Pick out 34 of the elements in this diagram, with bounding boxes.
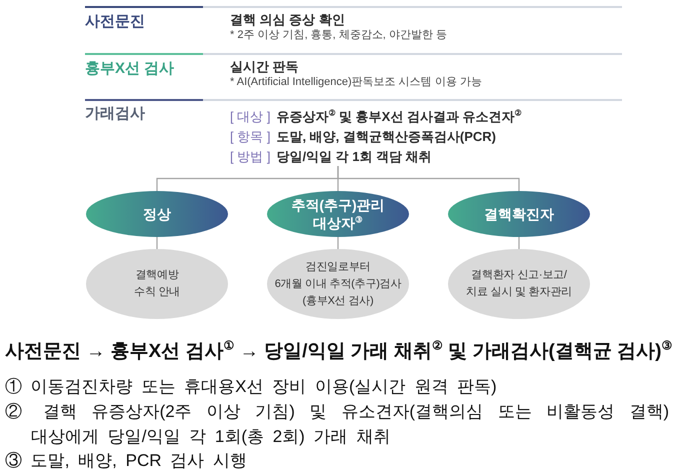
item-label: [ 방법 ] [230,149,270,165]
action-label: 검진일로부터 6개월 이내 추적(추구)검사 (흉부X선 검사) [274,260,402,308]
connector-line [337,166,520,191]
connector-line [156,237,158,249]
step-heading: 사전문진 [85,13,145,31]
result-label: 결핵확진자 [484,205,554,223]
action-label: 결핵환자 신고·보고/ 치료 실시 및 환자관리 [466,268,572,300]
description-text: 도말, 배양, 결핵균핵산증폭검사(PCR) [276,129,496,145]
action-label: 결핵예방 수칙 안내 [134,268,180,300]
footnote: ③ 도말, 배양, PCR 검사 시행 [5,450,248,472]
flow-summary: 사전문진 → 흉부X선 검사$^{①}$ → 당일/익일 가래 채취$^{②}$ 및 가래검사(결핵균 검사)$^{③}$ [5,339,672,364]
result-label: 추적(추구)관리 대상자$^{③}$ [291,196,385,232]
table-row [85,99,622,166]
step-heading: 흉부X선 검사 [85,60,174,78]
item-label: [ 항목 ] [230,129,270,145]
note-text: * 2주 이상 기침, 흉통, 체중감소, 야간발한 등 [230,28,447,42]
action-ellipse [267,249,409,319]
result-ellipse [86,191,228,237]
footnote: ② 결핵 유증상자(2주 이상 기침) 및 유소견자(결핵의심 또는 비활동성 결핵) 대상에게 당일/익일 각 1회(총 2회) 가래 채취 [5,401,669,448]
result-ellipse [267,191,409,237]
action-ellipse [86,249,228,319]
description-text: 결핵 의심 증상 확인 [230,12,345,28]
step-heading: 가래검사 [85,105,145,123]
item-label: [ 대상 ] [230,109,270,125]
note-text: * AI(Artificial Intelligence)판독보조 시스템 이용 가능 [230,75,482,89]
description-text: 실시간 판독 [230,59,299,75]
action-ellipse [448,249,590,319]
description-text: 당일/익일 각 1회 객담 채취 [276,149,432,165]
description-text: 유증상자$^{②}$ 및 흉부X선 검사결과 유소견자$^{②}$ [276,109,522,125]
result-label: 정상 [143,205,171,223]
footnote: ① 이동검진차량 또는 휴대용X선 장비 이용(실시간 원격 판독) [5,376,498,398]
result-ellipse [448,191,590,237]
connector-line [337,237,339,249]
connector-line [518,237,520,249]
